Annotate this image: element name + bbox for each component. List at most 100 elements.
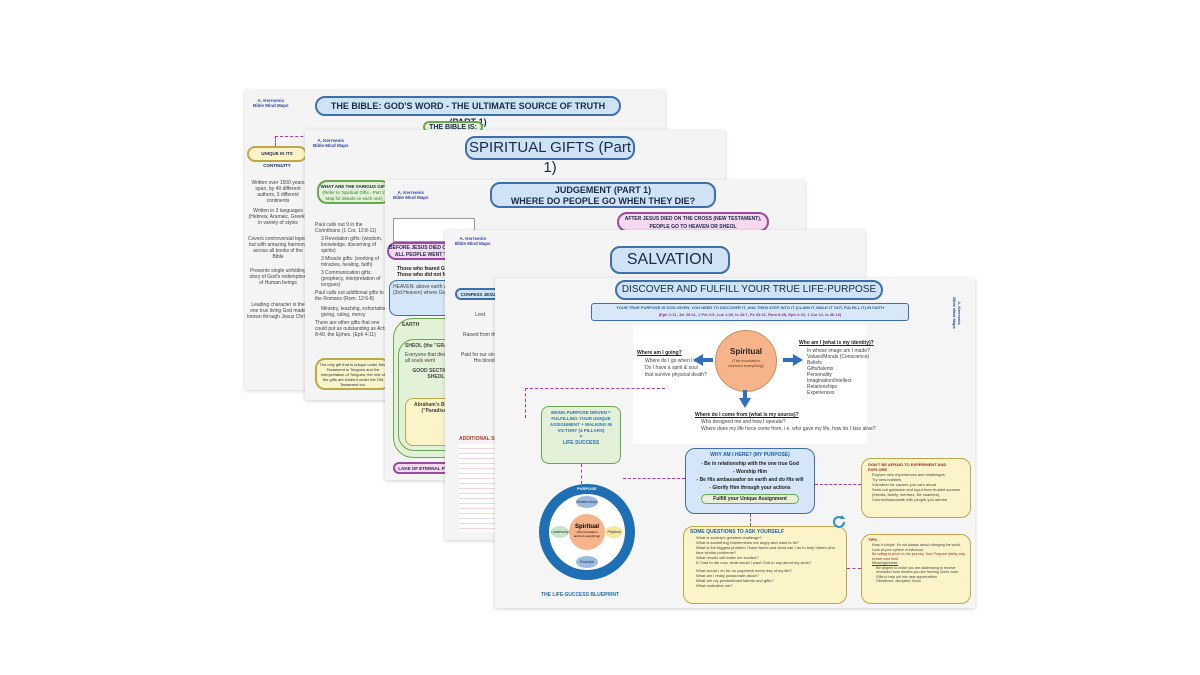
where-from-line-1: Who designed me and how I operate? bbox=[701, 419, 786, 425]
question-6: What would I do for no paycheck every da… bbox=[696, 568, 792, 573]
dont-title: DON'T BE AFRAID TO EXPERIMENT AND EXPLOR… bbox=[868, 462, 947, 472]
purpose-banner: YOUR TRUE PURPOSE IS GOD-GIVEN. YOU NEED… bbox=[591, 303, 909, 321]
dont-line-2: Try new hobbies bbox=[872, 477, 902, 482]
connector-why bbox=[623, 478, 685, 479]
where-line-1: Where do I go when I die? bbox=[645, 358, 704, 364]
why-line-2: - Worship Him bbox=[733, 469, 767, 475]
why-here-title: WHY AM I HERE? (MY PURPOSE) bbox=[710, 452, 790, 458]
life-success: LIFE SUCCESS bbox=[562, 440, 600, 446]
tips-line-4: the degree to which you are addressing t… bbox=[876, 565, 959, 575]
bible-note-5: Leading character is the one true living… bbox=[247, 302, 309, 320]
arrow-down-icon bbox=[739, 390, 751, 408]
gifts-question-sub: (Refer to 'Spiritual Gifts - Part 2' Map… bbox=[322, 190, 386, 201]
salvation-raised: Raised from the dead bbox=[463, 332, 511, 338]
where-line-2: Do I have a spirit & soul bbox=[645, 365, 698, 371]
connector-tips bbox=[847, 568, 861, 569]
tips-box: TIPS Keep it simple. It's not always abo… bbox=[861, 534, 971, 604]
question-7: What am I really passionate about? bbox=[696, 573, 759, 578]
gifts-note-2: 3 Revelation gifts: (wisdom, knowledge, … bbox=[321, 236, 383, 254]
spiritual-circle: Spiritual (The foundation anchors everyt… bbox=[715, 330, 777, 392]
dont-line-4: Seek out guidance and input from trusted… bbox=[872, 487, 961, 497]
connector-banner bbox=[525, 388, 665, 389]
who-line-4: Gifts/talents bbox=[807, 366, 834, 372]
who-line-5: Personality bbox=[807, 372, 832, 378]
why-line-1: - Be in relationship with the one true G… bbox=[701, 461, 799, 467]
question-2: What is something I/determines me angry … bbox=[696, 540, 799, 545]
where-line-3: that survive physical death? bbox=[645, 372, 707, 378]
blueprint-label: THE LIFE-SUCCESS BLUEPRINT bbox=[541, 592, 620, 598]
driven-box: BEING PURPOSE DRIVEN = FULFILLING YOUR U… bbox=[541, 406, 621, 464]
wheel-purpose-label: PURPOSE bbox=[577, 486, 597, 491]
gifts-author: A. Kerrsenis Bible Mind Maps bbox=[313, 138, 349, 148]
bible-note-1: Written over 1500 years span, by 40 diff… bbox=[251, 180, 305, 204]
who-line-3: Beliefs bbox=[807, 360, 823, 366]
connector-wheel bbox=[581, 464, 582, 484]
driven-eq: = bbox=[579, 434, 583, 440]
dont-line-1: Explore new experiences and challenges bbox=[872, 472, 945, 477]
salvation-author: A. Kerrsenis Bible Mind Maps bbox=[455, 236, 491, 246]
wheel-center-sub: (The foundation anchors everything) bbox=[573, 530, 601, 538]
driven-text: BEING PURPOSE DRIVEN = FULFILLING YOUR U… bbox=[549, 410, 613, 433]
judgement-after: AFTER JESUS DIED ON THE CROSS (NEW TESTA… bbox=[617, 212, 769, 232]
bible-note-4: Presents single unfolding story of God's… bbox=[249, 268, 307, 286]
gifts-note-4: 3 Communication gifts: (prophecy, interp… bbox=[321, 270, 381, 288]
purpose-author: A. Kerrsenis Bible Mind Maps bbox=[951, 297, 962, 329]
why-line-4: - Glorify Him through your actions bbox=[709, 485, 791, 491]
connector-driven bbox=[525, 388, 526, 418]
question-4: What results will make me excited? bbox=[696, 555, 759, 560]
gifts-question-text: WHAT ARE THE VARIOUS GIFT bbox=[320, 184, 388, 189]
gifts-note-1: Paul calls out 9 in the Corinthians (1 C… bbox=[315, 222, 377, 234]
purpose-banner-text: YOUR TRUE PURPOSE IS GOD-GIVEN. YOU NEED… bbox=[616, 305, 884, 310]
wheel-seg-top: Relationships bbox=[576, 496, 598, 508]
arrow-left-icon bbox=[693, 354, 713, 366]
judgement-sheol-label: SHEOL (the "GRAVE") bbox=[405, 343, 458, 349]
question-3: What is the biggest problem I have faced… bbox=[696, 545, 835, 555]
tips-line-3: Meaningfulness: bbox=[872, 561, 899, 565]
question-8: What are my predominant talents and gift… bbox=[696, 578, 774, 583]
purpose-title: DISCOVER AND FULFILL YOUR TRUE LIFE-PURP… bbox=[615, 280, 883, 300]
question-9: What motivates me? bbox=[696, 583, 733, 588]
where-from-heading: Where do I come from (what is my source)… bbox=[695, 412, 799, 418]
judgement-earth-label: EARTH bbox=[402, 322, 420, 328]
refresh-icon bbox=[833, 515, 845, 528]
questions-title: SOME QUESTIONS TO ASK YOURSELF bbox=[690, 529, 785, 535]
salvation-lord: Lord bbox=[475, 312, 486, 318]
bible-note-2: Written in 3 languages (Hebrew, Aramaic,… bbox=[248, 208, 308, 226]
wheel-seg-bottom: Financial bbox=[576, 556, 598, 568]
dont-line-5: Connect/associate with people you admire bbox=[872, 497, 948, 502]
judgement-sheol-text: Everyone that died and this all souls we… bbox=[405, 352, 466, 364]
judgement-title: JUDGEMENT (PART 1) WHERE DO PEOPLE GO WH… bbox=[490, 182, 716, 208]
why-here-box: WHY AM I HERE? (MY PURPOSE) - Be in rela… bbox=[685, 448, 815, 514]
who-line-7: Relationships bbox=[807, 384, 838, 390]
questions-box: SOME QUESTIONS TO ASK YOURSELF What is s… bbox=[683, 526, 847, 604]
where-am-i-heading: Where am I going? bbox=[637, 350, 682, 356]
life-success-wheel: Relationships Physical Financial Leaders… bbox=[539, 484, 635, 580]
arrows bbox=[693, 354, 803, 408]
salvation-title: SALVATION bbox=[610, 246, 730, 274]
dont-box: DON'T BE AFRAID TO EXPERIMENT AND EXPLOR… bbox=[861, 458, 971, 518]
wheel-center-label: Spiritual bbox=[574, 524, 599, 530]
bible-note-3: Covers controversial topics but with ama… bbox=[247, 236, 309, 260]
who-line-1: In whose image am I made? bbox=[807, 348, 870, 354]
bible-author: A. Kerrsenis Bible Mind Maps bbox=[253, 98, 289, 108]
wheel-center: Spiritual (The foundation anchors everyt… bbox=[569, 514, 605, 550]
purpose-banner-refs: (Eph 1:11, Jer 29:11, 1 Pet 2:9, Luk 1:3… bbox=[658, 312, 842, 317]
tips-title: TIPS bbox=[868, 537, 877, 542]
tips-line-1: Keep it simple. It's not always about ch… bbox=[872, 543, 962, 552]
gifts-question: WHAT ARE THE VARIOUS GIFT (Refer to 'Spi… bbox=[317, 180, 391, 204]
bible-left-label: UNIQUE IN ITS CONTINUITY bbox=[247, 146, 307, 168]
gifts-note-5: Paul calls out additional gifts to the R… bbox=[315, 290, 384, 302]
gifts-note-3: 3 Miracle gifts: (working of miracles, h… bbox=[321, 256, 380, 268]
bible-connector-v bbox=[275, 136, 276, 146]
bible-title: THE BIBLE: GOD'S WORD - THE ULTIMATE SOU… bbox=[315, 96, 621, 127]
tips-line-6: Obedience: discipline, focus bbox=[876, 579, 921, 583]
purpose-sheet: A. Kerrsenis Bible Mind Maps DISCOVER AN… bbox=[495, 278, 975, 608]
connector-dont bbox=[815, 484, 861, 485]
who-line-8: Experiences bbox=[807, 390, 835, 396]
question-5: If I had to die now, what would I want G… bbox=[696, 560, 812, 565]
salvation-verses-title: ADDITIONAL SCRIPTURES: bbox=[459, 436, 526, 442]
gifts-title: SPIRITUAL GIFTS (Part 1) bbox=[465, 136, 635, 176]
who-am-i-heading: Who am I (what is my identity)? bbox=[799, 340, 874, 346]
judgement-author: A. Kerrsenis Bible Mind Maps bbox=[393, 190, 429, 200]
connector-questions bbox=[750, 514, 751, 526]
